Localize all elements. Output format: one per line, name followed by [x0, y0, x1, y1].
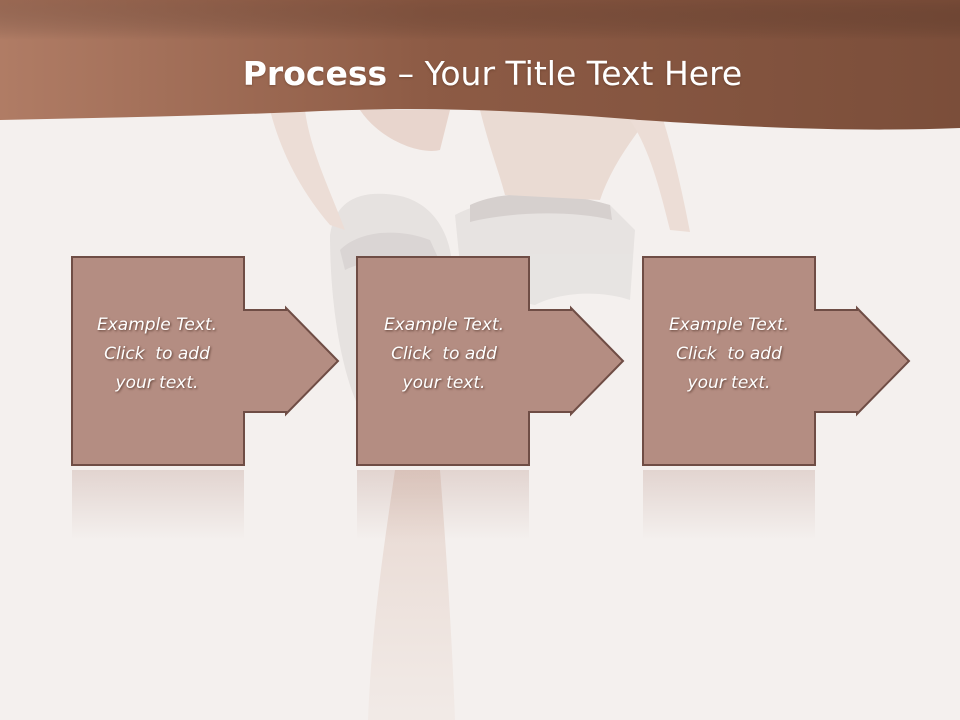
step-text-line: Click to add: [676, 344, 782, 364]
process-step-2-shape[interactable]: [356, 256, 625, 466]
process-step-3-text[interactable]: Example Text. Click to add your text.: [644, 311, 814, 398]
reflections: [72, 470, 815, 540]
title-bold: Process: [242, 54, 388, 93]
step-text-line: your text.: [115, 373, 199, 393]
step-text-line: your text.: [687, 373, 771, 393]
process-step-1-shape[interactable]: [71, 256, 340, 466]
step-text-line: Example Text.: [96, 315, 218, 335]
process-step-3-shape[interactable]: [642, 256, 911, 466]
title-rest: – Your Title Text Here: [387, 54, 743, 93]
step-text-line: Example Text.: [668, 315, 790, 335]
step-text-line: Click to add: [391, 344, 497, 364]
slide-title[interactable]: Process – Your Title Text Here: [0, 52, 960, 96]
process-step-1-text[interactable]: Example Text. Click to add your text.: [72, 311, 242, 398]
step-text-line: Example Text.: [383, 315, 505, 335]
step-text-line: your text.: [402, 373, 486, 393]
process-step-2-text[interactable]: Example Text. Click to add your text.: [359, 311, 529, 398]
step-text-line: Click to add: [104, 344, 210, 364]
